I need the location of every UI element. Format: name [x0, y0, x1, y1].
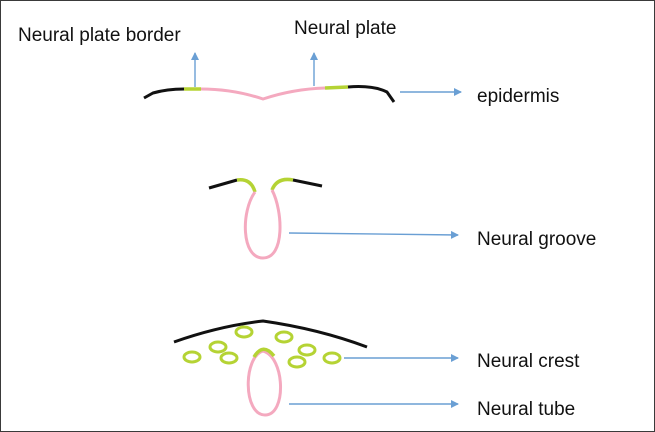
- arrow-neural-groove: [289, 233, 458, 235]
- groove-border-right: [272, 179, 293, 190]
- neural-crest-cell: [210, 342, 226, 352]
- neural-crest-cell: [324, 353, 340, 363]
- plate-border-right-segment: [325, 87, 348, 88]
- groove-epidermis-left: [209, 180, 237, 188]
- neural-crest-cell: [221, 353, 237, 363]
- neural-tube-shape: [248, 351, 280, 415]
- groove-epidermis-right: [293, 180, 322, 186]
- stage-neural-tube: Neural crest Neural tube: [174, 321, 580, 420]
- neural-crest-cell: [299, 345, 315, 355]
- label-neural-crest: Neural crest: [477, 351, 580, 372]
- neural-crest-cell: [184, 352, 200, 362]
- label-neural-groove: Neural groove: [477, 229, 596, 250]
- stage-neural-plate: Neural plate border Neural plate epiderm…: [18, 18, 559, 107]
- neural-crest-cell: [276, 332, 292, 342]
- label-neural-plate-border: Neural plate border: [18, 25, 181, 46]
- neural-groove-shape: [245, 190, 280, 258]
- neural-crest-cell: [289, 357, 305, 367]
- label-neural-plate: Neural plate: [294, 18, 396, 39]
- neural-plate-segment: [201, 88, 325, 99]
- epidermis-left-segment: [144, 89, 184, 98]
- label-epidermis: epidermis: [477, 86, 559, 107]
- groove-border-left: [237, 180, 255, 192]
- closed-epidermis: [174, 321, 367, 347]
- stage-neural-groove: Neural groove: [209, 179, 596, 258]
- neural-crest-cell: [236, 327, 252, 337]
- epidermis-right-segment: [348, 87, 394, 102]
- label-neural-tube: Neural tube: [477, 399, 575, 420]
